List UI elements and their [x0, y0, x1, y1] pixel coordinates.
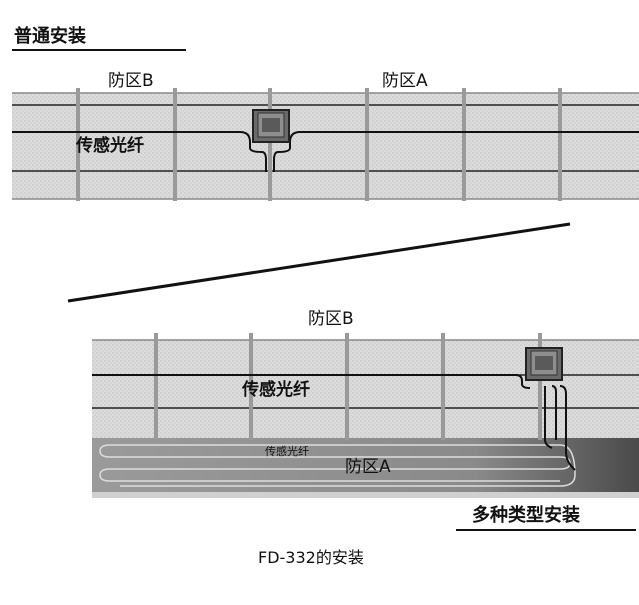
- ground-edge: [92, 492, 639, 498]
- top-junction-box: [252, 109, 290, 143]
- bottom-fence-posts: [154, 333, 542, 440]
- figure-caption: FD-332的安装: [258, 548, 364, 567]
- section-divider: [67, 222, 571, 303]
- top-zone-b-label: 防区B: [108, 71, 154, 91]
- bottom-fiber-lead: [551, 385, 557, 440]
- bottom-ground-fiber: [99, 444, 576, 487]
- top-fence-mesh: [12, 93, 639, 199]
- bottom-section-title: 多种类型安装: [472, 504, 580, 526]
- bottom-fiber-lead: [544, 386, 553, 449]
- top-zone-a-label: 防区A: [382, 71, 428, 91]
- bottom-ground-fiber-label: 传感光纤: [265, 444, 309, 458]
- top-section: 普通安装 防区B 防区A 传感光纤: [12, 25, 639, 201]
- top-sensing-fiber-b: [12, 131, 263, 153]
- bottom-section: 防区B 传感光纤 传感光纤 防区A 多种类型安装: [92, 309, 639, 531]
- bottom-zone-b-label: 防区B: [308, 309, 354, 329]
- bottom-junction-box: [525, 347, 563, 381]
- bottom-zone-a-label: 防区A: [345, 457, 391, 477]
- top-fiber-lead: [261, 151, 267, 172]
- top-fence-posts: [76, 88, 562, 201]
- top-fiber-label: 传感光纤: [75, 135, 144, 156]
- bottom-fence-fiber: [92, 374, 531, 389]
- ground-strip: [92, 438, 639, 492]
- bottom-fiber-lead: [559, 385, 576, 471]
- bottom-fence-fiber-label: 传感光纤: [241, 379, 310, 400]
- top-section-title: 普通安装: [14, 25, 86, 47]
- top-fiber-lead: [273, 151, 279, 172]
